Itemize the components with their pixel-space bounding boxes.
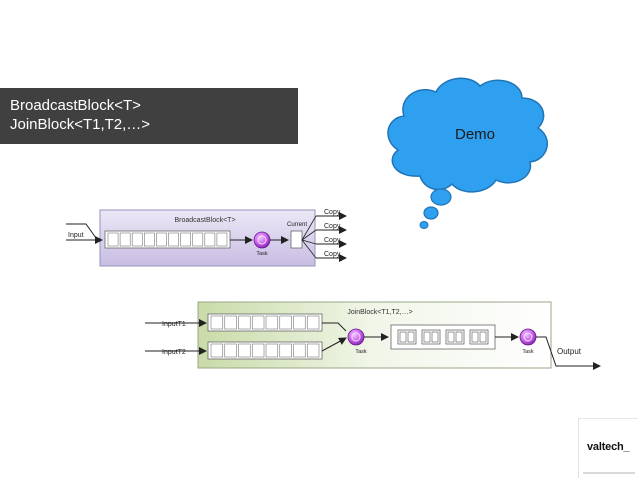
broadcast-task-icon-ring [257, 235, 267, 245]
join-queue-cell [279, 315, 292, 330]
join-queue-cell [306, 315, 320, 330]
broadcast-task-label: Task [256, 251, 268, 257]
join-tuple-part [447, 331, 455, 343]
broadcast-current-label: Current [287, 222, 307, 228]
logo-text: valtech_ [587, 441, 630, 453]
broadcast-output-link [301, 229, 317, 241]
broadcast-input-label: Input [68, 232, 84, 239]
join-tuple-part [471, 331, 479, 343]
join-output-arrow [536, 336, 601, 370]
join-task-icon-left-ring [351, 332, 361, 342]
join-queue-cell [210, 315, 224, 330]
join-queue-cell [293, 315, 306, 330]
broadcast-queue-cell [107, 232, 119, 247]
join-queue-cell [210, 343, 224, 358]
join-output-label: Output [557, 347, 582, 356]
slide-title-line-1: BroadcastBlock<T> [10, 97, 141, 114]
broadcast-queue-cell [216, 232, 228, 247]
cloud-bubble-1 [430, 188, 452, 206]
join-tuple-part [407, 331, 415, 343]
join-task-icon-left [347, 328, 365, 346]
join-task-icon-right [519, 328, 537, 346]
broadcast-block-title: BroadcastBlock<T> [174, 217, 235, 224]
broadcast-queue-cell [156, 232, 167, 247]
join-queue-cell [265, 315, 279, 330]
join-tuples [397, 329, 489, 345]
broadcast-current-cell [290, 230, 303, 249]
join-queue-cell [224, 343, 237, 358]
join-input2-label: InputT2 [162, 349, 186, 356]
broadcast-output-label: Copy [324, 251, 341, 258]
join-queue-cell [279, 343, 292, 358]
join-merge-line-2 [321, 337, 347, 352]
broadcast-output-link [301, 239, 317, 245]
broadcast-queue-cell [204, 232, 216, 247]
join-tuple-part [455, 331, 463, 343]
join-task-label-right: Task [522, 349, 534, 355]
join-tuple-part [423, 331, 431, 343]
broadcast-queue-cell [131, 232, 143, 247]
join-tuple-part [479, 331, 487, 343]
join-queue-cell [224, 315, 237, 330]
broadcast-queue-cell [180, 232, 192, 247]
broadcast-queue-cell [144, 232, 155, 247]
join-task-label-left: Task [355, 349, 367, 355]
cloud-bubble-2 [423, 206, 439, 220]
join-input1-label: InputT1 [162, 321, 186, 328]
broadcast-task-icon [253, 231, 271, 249]
join-tuple-part [431, 331, 439, 343]
broadcast-input-line [66, 223, 97, 239]
broadcast-queue-cells [107, 232, 228, 247]
logo-bar [583, 472, 635, 474]
slide-title-box: BroadcastBlock<T> JoinBlock<T1,T2,…> [0, 88, 298, 144]
join-queue-cells [210, 315, 320, 358]
join-task-icon-right-ring [523, 332, 533, 342]
join-queue-cell [293, 343, 306, 358]
join-tuple-part [399, 331, 407, 343]
slide-title-line-2: JoinBlock<T1,T2,…> [10, 116, 151, 133]
join-queue-cell [251, 315, 265, 330]
join-queue-cell [306, 343, 320, 358]
broadcast-queue-cell [192, 232, 204, 247]
join-block-title: JoinBlock<T1,T2,…> [347, 309, 412, 316]
demo-cloud: Demo [387, 77, 548, 229]
broadcast-output-link [301, 215, 317, 241]
broadcast-output-label: Copy [324, 237, 341, 244]
join-queue-cell [238, 343, 251, 358]
join-queue-cell [265, 343, 279, 358]
broadcast-output-label: Copy [324, 209, 341, 216]
join-queue-cell [251, 343, 265, 358]
broadcast-output-link [301, 239, 317, 259]
broadcast-output-label: Copy [324, 223, 341, 230]
cloud-bubble-3 [419, 221, 429, 229]
join-merge-line-1 [322, 322, 347, 332]
join-queue-cell [238, 315, 251, 330]
broadcast-block-diagram: BroadcastBlock<T> Input Task Current Cop… [66, 209, 347, 267]
valtech-logo: valtech_ [578, 418, 638, 478]
broadcast-queue-cell [119, 232, 131, 247]
cloud-label: Demo [455, 126, 495, 143]
broadcast-queue-cell [168, 232, 179, 247]
join-block-diagram: JoinBlock<T1,T2,…> InputT1 InputT2 Task … [145, 301, 601, 370]
